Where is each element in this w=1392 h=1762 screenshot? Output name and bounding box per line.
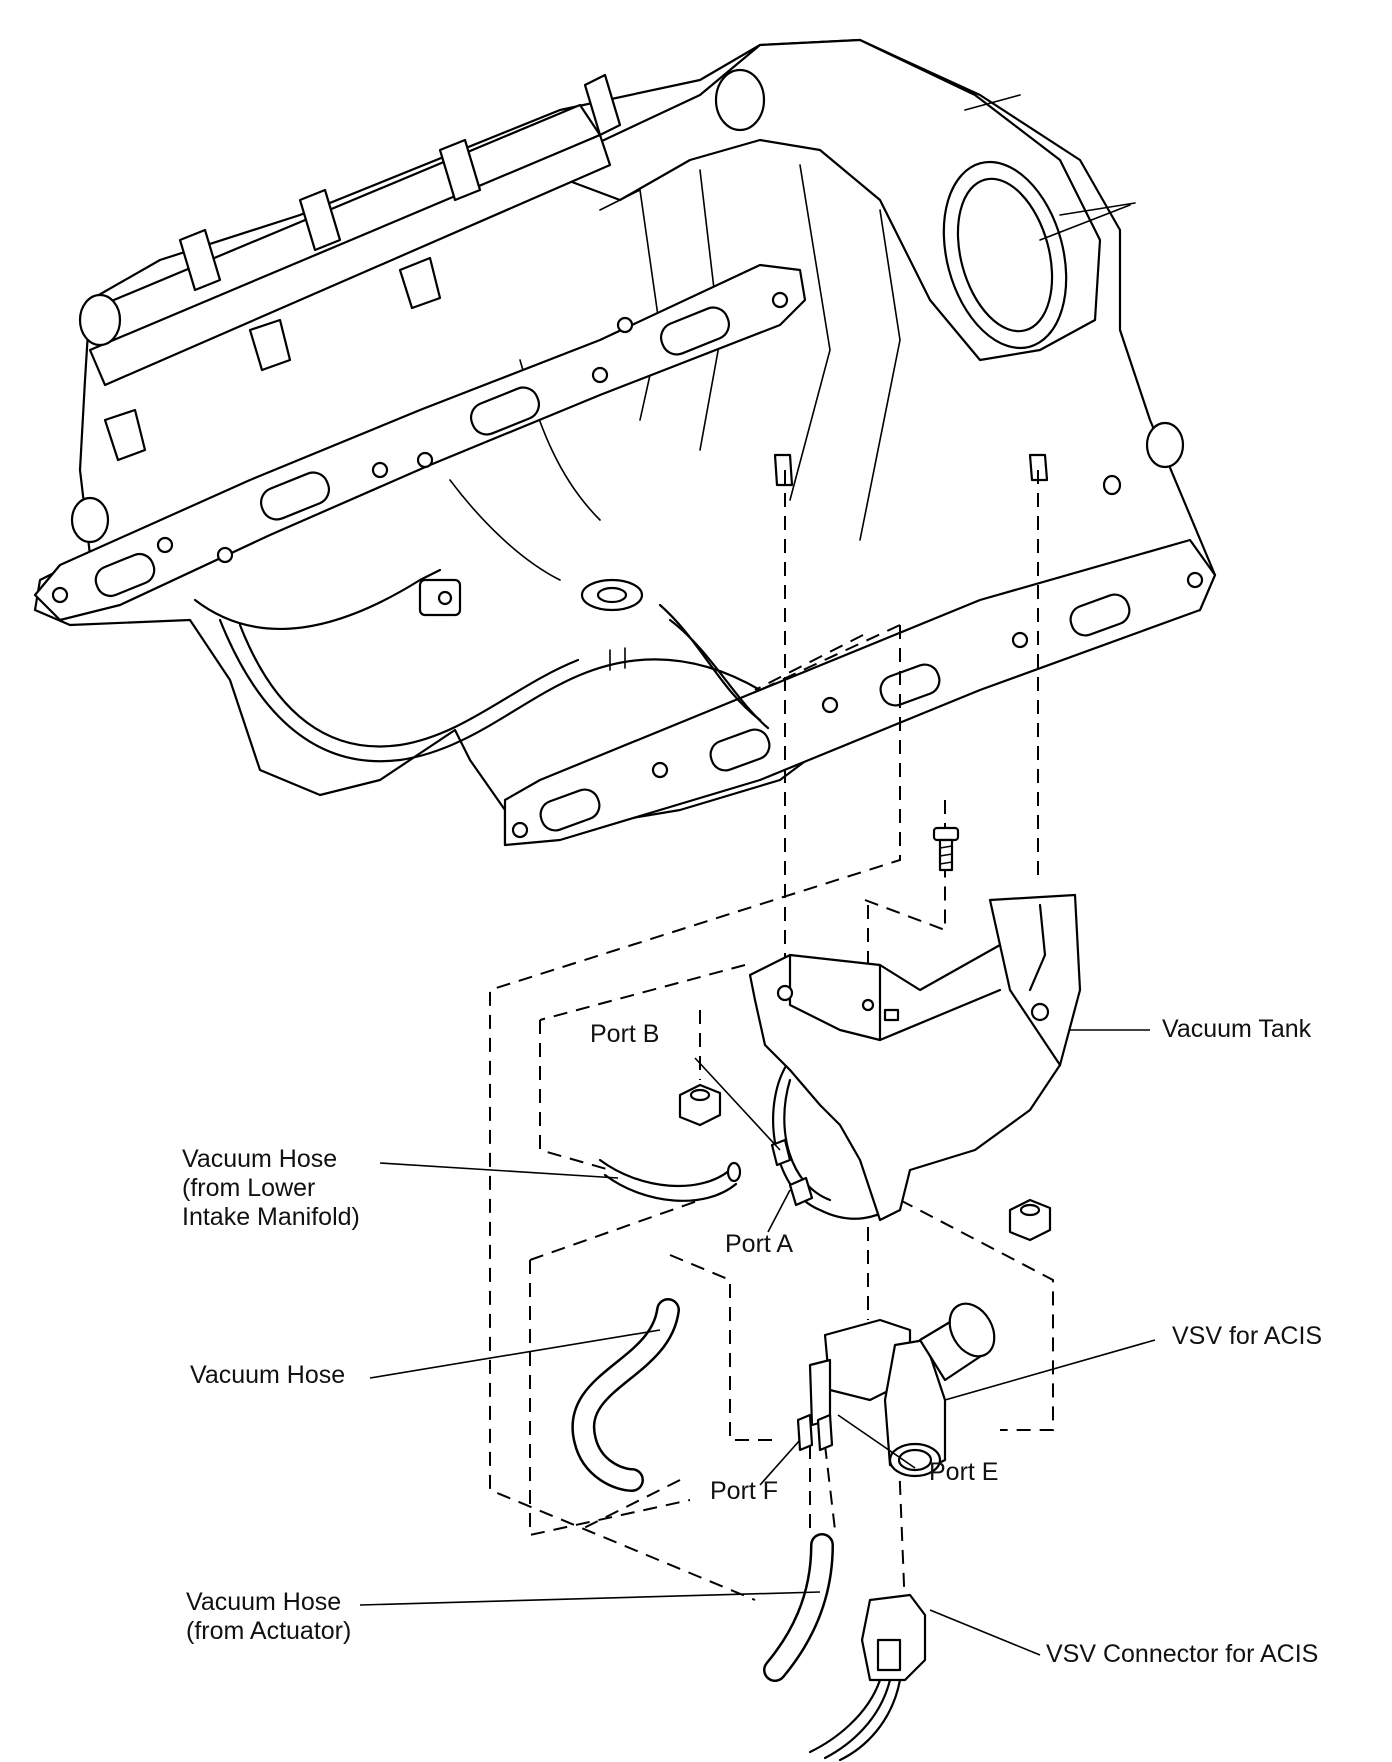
vsv-for-acis bbox=[796, 1302, 996, 1478]
leader-lines bbox=[359, 1029, 1156, 1656]
label-vacuum-hose: Vacuum Hose bbox=[190, 1361, 346, 1389]
flange-port-holes bbox=[51, 291, 789, 604]
label-line: Intake Manifold) bbox=[182, 1203, 360, 1231]
label-vacuum-tank: Vacuum Tank bbox=[1162, 1015, 1312, 1043]
label-vsv-for-acis: VSV for ACIS bbox=[1172, 1322, 1323, 1350]
vacuum-hose-from-lower-intake-manifold bbox=[598, 1158, 742, 1202]
lower-flange-port-holes bbox=[511, 571, 1204, 839]
tank-nut-upper bbox=[678, 1083, 722, 1127]
label-line: Vacuum Hose bbox=[186, 1588, 342, 1616]
tank-nut-lower bbox=[1008, 1198, 1052, 1242]
label-line: Vacuum Hose bbox=[182, 1145, 338, 1173]
label-line: (from Lower bbox=[182, 1174, 316, 1202]
vacuum-hose-elbow bbox=[571, 1298, 680, 1492]
label-port-e: Port E bbox=[929, 1458, 999, 1486]
label-port-f: Port F bbox=[710, 1477, 779, 1505]
label-vacuum-hose-from-actuator: Vacuum Hose (from Actuator) bbox=[186, 1588, 351, 1646]
label-port-b: Port B bbox=[590, 1020, 660, 1048]
vacuum-hose-from-actuator bbox=[763, 1533, 834, 1682]
label-line: (from Actuator) bbox=[186, 1617, 352, 1645]
fuel-injector-row bbox=[103, 73, 622, 462]
label-port-a: Port A bbox=[725, 1230, 794, 1258]
label-vsv-connector-for-acis: VSV Connector for ACIS bbox=[1046, 1640, 1319, 1668]
tank-bolt bbox=[932, 826, 960, 872]
vsv-connector-for-acis bbox=[808, 1593, 927, 1762]
vacuum-tank bbox=[748, 893, 1082, 1222]
label-vacuum-hose-from-lower-intake-manifold: Vacuum Hose (from Lower Intake Manifold) bbox=[182, 1145, 360, 1232]
